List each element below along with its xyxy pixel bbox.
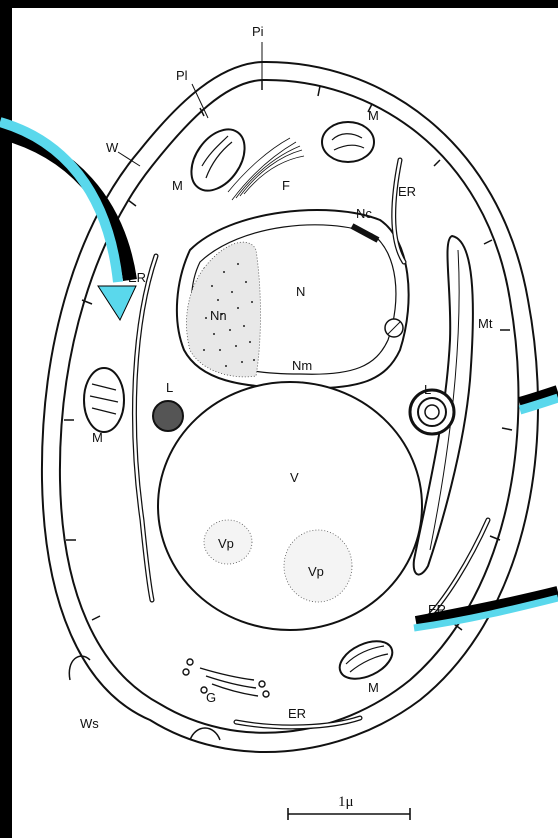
label-ws: Ws — [80, 716, 99, 731]
lipid-granule-right — [410, 390, 454, 434]
label-m-top-left: M — [172, 178, 183, 193]
label-m-top-right: M — [368, 108, 379, 123]
label-f: F — [282, 178, 290, 193]
label-mt: Mt — [478, 316, 493, 331]
label-er-bottom: ER — [288, 706, 306, 721]
vacuole — [158, 382, 422, 630]
label-l-left: L — [166, 380, 173, 395]
label-l-right: L — [424, 382, 431, 397]
mitochondrion-top-right — [322, 122, 374, 162]
label-m-left: M — [92, 430, 103, 445]
label-pl: Pl — [176, 68, 188, 83]
label-nm: Nm — [292, 358, 312, 373]
label-nc: Nc — [356, 206, 372, 221]
label-nn: Nn — [210, 308, 227, 323]
label-w: W — [106, 140, 119, 155]
lipid-granule-left — [153, 401, 183, 431]
label-vp-right: Vp — [308, 564, 324, 579]
scale-bar-label: 1μ — [338, 794, 354, 810]
label-er-upper-right: ER — [398, 184, 416, 199]
label-v: V — [290, 470, 299, 485]
label-pi: Pi — [252, 24, 264, 39]
label-n: N — [296, 284, 305, 299]
label-m-bottom: M — [368, 680, 379, 695]
label-g: G — [206, 690, 216, 705]
mitochondrion-left — [84, 368, 124, 432]
label-vp-left: Vp — [218, 536, 234, 551]
